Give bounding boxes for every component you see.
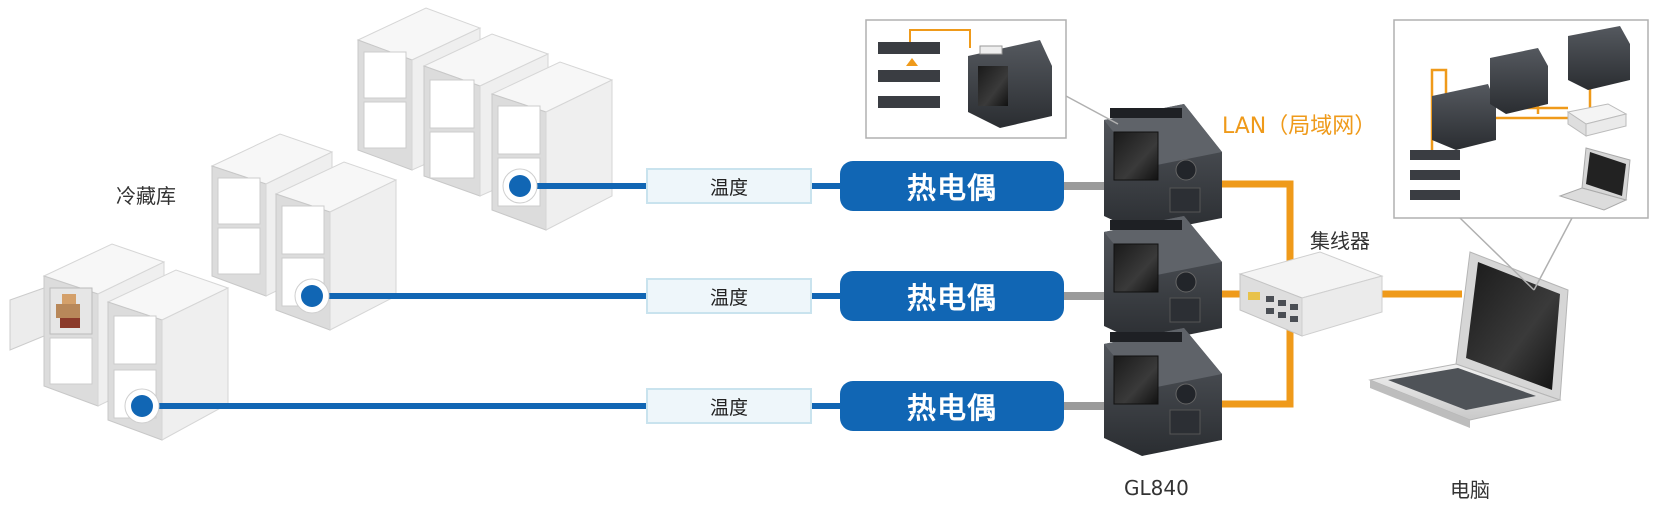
callout-multi-device	[1393, 19, 1649, 291]
sensor-port-3	[124, 388, 160, 424]
cabinet-group-middle	[210, 133, 398, 331]
thermocouple-pill-2: 热电偶	[840, 271, 1064, 321]
cabinet-group-front	[9, 243, 230, 441]
gl840-label: GL840	[1124, 476, 1189, 500]
network-hub	[1238, 251, 1384, 337]
pc-label: 电脑	[1450, 478, 1490, 502]
cabinet-group-back	[356, 7, 614, 231]
gl840-device-1	[1104, 104, 1222, 234]
cold-storage-label: 冷藏库	[116, 184, 176, 208]
laptop-pc	[1368, 251, 1569, 428]
lan-lines	[1220, 180, 1462, 408]
sensor-port-2	[294, 278, 330, 314]
sensor-port-1	[502, 168, 538, 204]
thermocouple-pill-3: 热电偶	[840, 381, 1064, 431]
gl840-device-2	[1104, 216, 1222, 344]
temperature-box-3: 温度	[646, 388, 812, 424]
lan-label: LAN（局域网）	[1222, 114, 1377, 139]
callout-gl840-expansion	[865, 19, 1119, 139]
thermocouple-pill-1: 热电偶	[840, 161, 1064, 211]
gl840-device-3	[1104, 328, 1222, 456]
hub-label: 集线器	[1310, 229, 1370, 253]
temperature-box-2: 温度	[646, 278, 812, 314]
temperature-box-1: 温度	[646, 168, 812, 204]
